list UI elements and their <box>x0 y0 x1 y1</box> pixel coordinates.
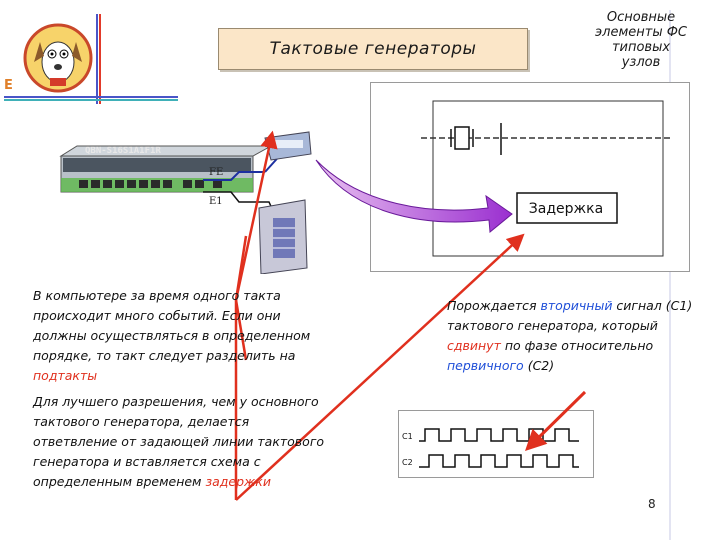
red-arrow-icon <box>234 130 278 301</box>
right-text-part: Порождается <box>447 298 541 313</box>
right-text-highlight: вторичный <box>540 298 613 313</box>
right-text: Порождается вторичный сигнал (С1) тактов… <box>447 296 697 376</box>
right-text-highlight: сдвинут <box>447 338 501 353</box>
section-header: Основные элементы ФС типовых узлов <box>578 10 704 70</box>
circuit-diagram <box>421 100 671 257</box>
right-text-part: сигнал (С1) тактового генератора, которы… <box>447 298 693 333</box>
purple-arrow-icon <box>315 159 513 233</box>
left-text-1-body: В компьютере за время одного такта проис… <box>33 288 311 363</box>
waveform-panel <box>398 410 594 478</box>
delay-block-label: Задержка <box>528 201 604 217</box>
section-header-line: элементы ФС <box>595 25 687 40</box>
device-diagram <box>59 131 312 275</box>
right-text-part: (С2) <box>523 358 555 373</box>
logo <box>22 22 94 94</box>
circuit-panel <box>370 82 690 272</box>
section-header-line: узлов <box>621 55 661 70</box>
page-number: 8 <box>648 497 656 511</box>
signal-label-c2: C2 <box>402 458 413 467</box>
left-text-2-highlight: задержки <box>205 474 271 489</box>
left-text-1: В компьютере за время одного такта проис… <box>33 286 333 386</box>
left-text-2-body: Для лучшего разрешения, чем у основного … <box>33 394 325 489</box>
signal-label-c1: C1 <box>402 432 413 441</box>
slide-title: Тактовые генераторы <box>218 28 528 70</box>
port-label-fe: FE <box>209 167 224 178</box>
left-text-2: Для лучшего разрешения, чем у основного … <box>33 392 333 492</box>
section-header-line: Основные <box>606 10 676 25</box>
right-text-highlight: первичного <box>447 358 524 373</box>
red-arrow-icon <box>235 233 525 501</box>
red-arrow-icon <box>234 235 248 301</box>
port-label-e1: E1 <box>209 196 223 207</box>
logo-mascot-icon <box>23 23 93 93</box>
left-text-1-highlight: подтакты <box>33 368 98 383</box>
device-image <box>53 126 315 275</box>
logo-letter: Е <box>4 78 13 93</box>
waveform-diagram <box>419 428 579 468</box>
red-arrow-icon <box>234 299 248 361</box>
section-header-line: типовых <box>611 40 671 55</box>
device-model-label: QBN-S16S1A1F1R <box>85 146 161 156</box>
red-arrow-icon <box>525 390 587 451</box>
right-text-part: по фазе относительно <box>500 338 654 353</box>
